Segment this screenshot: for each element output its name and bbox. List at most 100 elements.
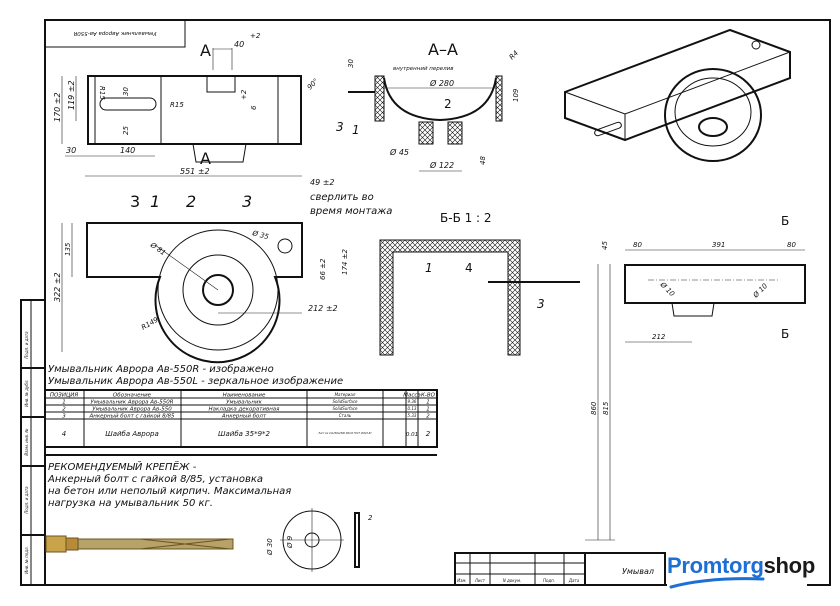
dim-label: 66 ±2 <box>319 258 327 280</box>
logo-part-brand: Promtorg <box>667 553 764 578</box>
side-stamp-label: Взам. инв. № <box>24 428 29 455</box>
position-number: 1 <box>352 123 360 137</box>
table-cell: Сталь <box>339 413 352 418</box>
table-cell: 2 <box>426 430 431 438</box>
section-a-a: А–А внутренний перелив Ø 280 30 R4 109 Ø… <box>336 40 520 172</box>
column-header: К-ВО <box>421 393 436 399</box>
table-cell: Умывальник <box>226 400 262 406</box>
dim-label: 80 <box>633 241 642 249</box>
table-cell: Лист х/к 2х1250х2500 08кп5 ГОСТ 16523-97 <box>317 432 372 435</box>
column-header: Масса <box>403 393 421 399</box>
table-cell: Анкерный болт <box>221 414 267 420</box>
dim-label: Ø 10 <box>658 280 677 299</box>
table-cell: 4 <box>62 430 66 438</box>
table-cell: Анкерный болт с гайкой 8/85 <box>88 414 175 420</box>
stamp-title: Умывальник Аврора Ав-550R <box>73 30 156 36</box>
dim-label: 140 <box>120 146 135 155</box>
dim-label: +2 <box>250 32 261 40</box>
section-title: Б-Б 1 : 2 <box>440 211 492 225</box>
title-block-label: Дата <box>568 578 580 583</box>
table-cell: 0.13 <box>408 406 417 411</box>
table-cell: 2 <box>426 414 430 420</box>
dim-label: Ø 280 <box>429 78 454 88</box>
table-row: 3 Анкерный болт с гайкой 8/85 Анкерный б… <box>62 413 430 420</box>
dim-label: 49 ±2 <box>310 178 335 187</box>
table-cell: 1 <box>62 400 66 406</box>
dim-label: R15 <box>170 101 184 109</box>
dim-label: 25 <box>122 126 130 135</box>
logo-swoosh-icon <box>669 577 765 589</box>
table-cell: 1 <box>426 400 430 406</box>
position-number: 3 <box>537 297 545 311</box>
section-mark-a-bottom: А <box>200 149 211 168</box>
side-stamp-label: Инв. № подл. <box>24 546 29 574</box>
table-cell: Умывальник Аврора Ав-550 <box>92 407 172 413</box>
dim-label: 135 <box>64 242 72 256</box>
dim-label: 109 <box>512 88 520 102</box>
title-block-label: Изм. <box>457 578 466 583</box>
column-header: ПОЗИЦИЯ <box>50 393 78 399</box>
position-number: 3 <box>242 192 252 211</box>
dim-label: Ø 9 <box>286 535 294 549</box>
title-block: Изм. Лист N докум. Подп. Дата Умывал <box>454 552 666 586</box>
section-title: А–А <box>428 40 458 59</box>
table-cell: 0.01 <box>406 432 418 438</box>
dim-label: 170 ±2 <box>53 92 62 122</box>
promtorgshop-logo[interactable]: Promtorgshop <box>667 553 815 589</box>
fastener-title: РЕКОМЕНДУЕМЫЙ КРЕПЁЖ - <box>48 460 197 473</box>
section-mark-b: Б <box>781 327 789 341</box>
section-mark-a-top: А <box>200 41 211 60</box>
table-row: 1 Умывальник Аврора Ав-550R Умывальник S… <box>62 399 430 406</box>
column-header: Материал <box>335 392 356 397</box>
column-header: Обозначение <box>113 393 152 399</box>
title-block-label: Лист <box>474 578 486 583</box>
washer-drawing: Ø 30 Ø 9 2 <box>266 508 373 572</box>
dim-label: 6 <box>250 105 258 110</box>
table-row: 2 Умывальник Аврора Ав-550 Накладка деко… <box>62 406 430 413</box>
dim-label: Ø 45 <box>389 147 409 157</box>
dim-label: +2 <box>240 89 248 100</box>
fastener-line: на бетон или неполый кирпич. Максимальна… <box>48 485 291 497</box>
position-number: 3 <box>336 120 344 134</box>
table-cell: 1 <box>426 407 430 413</box>
table-cell: 3 <box>62 414 66 420</box>
title-block-name: Умывал <box>622 567 654 576</box>
title-stamp: Умывальник Аврора Ав-550R <box>44 19 186 48</box>
table-cell: SolidSurface <box>333 399 359 404</box>
note-line-2: Умывальник Аврора Ав-550L - зеркальное и… <box>48 375 343 387</box>
dim-label: 212 ±2 <box>308 304 338 313</box>
position-number: 4 <box>465 261 473 275</box>
side-stamp-label: Подп. и дата <box>24 486 29 514</box>
dim-label: 322 ±2 <box>53 272 62 302</box>
spec-table: ПОЗИЦИЯ Обозначение Наименование Материа… <box>44 389 438 448</box>
dim-label: 30 <box>122 87 130 96</box>
position-number: 3 <box>130 192 140 211</box>
column-header: Наименование <box>223 393 266 399</box>
front-view: А А 40 +2 170 ±2 119 ±2 R15 30 R15 25 6 … <box>53 32 320 168</box>
note-line-1: Умывальник Аврора Ав-550R - изображено <box>48 363 274 375</box>
dim-label: Ø 30 <box>266 538 274 556</box>
rear-view: Б Б 80 391 80 45 Ø 10 Ø 10 212 860 815 <box>585 214 806 541</box>
side-stamp-label: Подп. и дата <box>24 331 29 359</box>
dim-label: 551 ±2 <box>180 167 210 176</box>
dim-label: 90° <box>306 77 320 91</box>
dim-label: Ø 10 <box>751 282 770 301</box>
drill-note: сверлить во <box>310 192 374 203</box>
overflow-label: внутренний перелив <box>393 66 453 72</box>
drill-note: время монтажа <box>310 206 392 217</box>
dim-label: R4 <box>508 49 520 61</box>
position-number: 1 <box>150 192 160 211</box>
table-cell: Накладка декоративная <box>209 407 281 413</box>
dim-label: 174 ±2 <box>341 249 349 275</box>
dim-label: R15 <box>98 86 106 100</box>
title-block-label: N докум. <box>503 578 522 583</box>
dim-label: 30 <box>347 59 355 68</box>
table-cell: 2 <box>62 407 66 413</box>
dim-label: 212 <box>652 333 666 341</box>
dim-label: 45 <box>601 241 609 250</box>
anchor-bolt-image <box>45 535 234 553</box>
isometric-view <box>564 28 791 162</box>
dim-label: Ø 122 <box>429 160 454 170</box>
dim-label: 391 <box>712 241 725 249</box>
